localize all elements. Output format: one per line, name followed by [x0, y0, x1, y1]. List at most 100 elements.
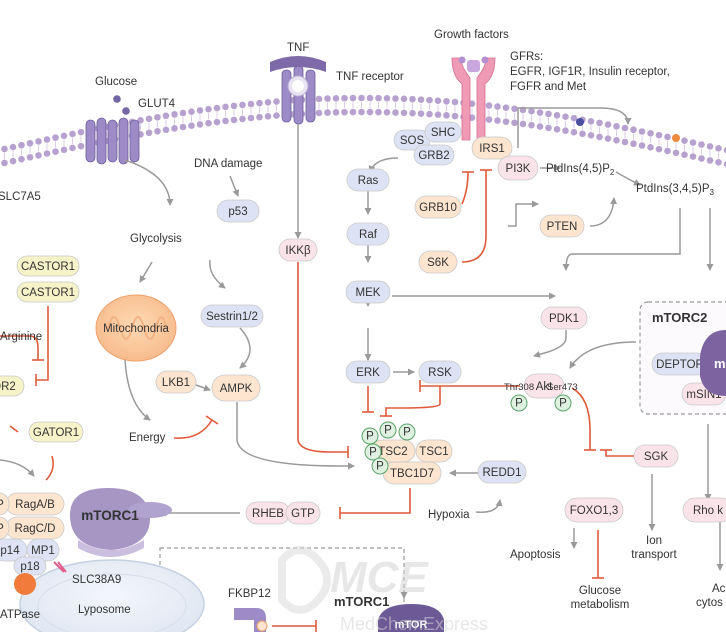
node-erk: ERK: [345, 360, 391, 384]
membrane-lipid-head: [239, 115, 246, 123]
membrane-lipid-head: [18, 141, 25, 149]
membrane-lipid-head: [672, 149, 680, 157]
membrane-lipid-head: [179, 109, 187, 117]
cell-membrane: [1, 94, 726, 168]
node-p-left1: P: [0, 492, 10, 516]
membrane-lipid-head: [324, 95, 331, 102]
membrane-lipid-head: [154, 127, 161, 135]
membrane-lipid-head: [145, 129, 153, 137]
membrane-lipid-head: [60, 132, 68, 140]
membrane-lipid-head: [655, 131, 663, 139]
node-tsc1: TSC1: [415, 439, 453, 463]
membrane-lipid-head: [26, 139, 34, 147]
membrane-lipid-head: [511, 119, 518, 127]
membrane-lipid-head: [375, 108, 382, 116]
node-ikkb: IKKβ: [278, 238, 318, 262]
node-shape: [155, 370, 197, 394]
membrane-lipid-head: [43, 150, 51, 157]
membrane-lipid-head: [570, 128, 578, 136]
actin-label-line-1: Ac: [712, 583, 726, 595]
membrane-lipid-head: [664, 147, 671, 155]
node-shape: [418, 360, 462, 384]
membrane-lipid-head: [18, 155, 25, 163]
labels: Growth factors GFRs: EGFR, IGF1R, Insuli…: [0, 29, 726, 621]
membrane-lipid-head: [596, 133, 603, 141]
membrane-lipid-head: [366, 108, 374, 116]
slc38a9-atpase-icons: [14, 561, 67, 595]
node-shape: [477, 460, 527, 484]
node-label: SHC: [431, 127, 455, 139]
node-shape: [471, 136, 513, 160]
node-label: ERK: [356, 367, 380, 379]
node-label: p18: [20, 561, 39, 573]
membrane-lipid-head: [256, 113, 263, 121]
node-shape: [16, 281, 80, 303]
membrane-lipid-head: [9, 143, 17, 151]
mce-watermark: MCE MedChemExpress: [278, 546, 488, 632]
node-gator2: OR2: [0, 375, 25, 397]
ptdins45-label: PtdIns(4,5)P2: [546, 163, 615, 177]
dna-damage-label: DNA damage: [194, 158, 262, 170]
membrane-lipid-head: [400, 95, 408, 103]
membrane-lipid-head: [392, 109, 399, 116]
membrane-lipid-head: [689, 153, 697, 160]
node-shape: [0, 375, 25, 397]
node-label: IRS1: [479, 143, 505, 155]
membrane-lipid-head: [35, 152, 42, 159]
membrane-lipid-head: [26, 153, 34, 161]
membrane-lipid-head: [553, 111, 561, 119]
node-shape: [28, 421, 84, 443]
membrane-lipid-head: [647, 144, 654, 151]
node-shape: [16, 255, 80, 277]
phospho-circle: [510, 394, 528, 412]
membrane-lipid-head: [239, 101, 246, 109]
node-irs1: IRS1: [471, 136, 513, 160]
arginine-label: Arginine: [0, 331, 42, 343]
membrane-lipid-head: [698, 155, 705, 162]
node-label: LKB1: [162, 377, 190, 389]
membrane-lipid-head: [553, 125, 561, 133]
svg-text:MCE: MCE: [330, 553, 429, 602]
node-shape: [539, 214, 585, 238]
node-label: RagC/D: [15, 523, 56, 535]
node-ampk: AMPK: [211, 374, 261, 402]
node-shape: [633, 444, 679, 468]
membrane-lipid-head: [528, 107, 535, 115]
node-label: CASTOR1: [21, 261, 75, 273]
mitochondria-label: Mitochondria: [103, 323, 169, 335]
svg-text:MedChemExpress: MedChemExpress: [340, 614, 488, 632]
node-label: Rho k: [693, 505, 723, 517]
node-label: Ras: [358, 175, 379, 187]
membrane-lipid-head: [349, 108, 357, 116]
node-pten: PTEN: [539, 214, 585, 238]
node-shape: [0, 516, 10, 540]
membrane-lipid-head: [205, 105, 212, 113]
node-shape: [424, 121, 462, 143]
lower-mtor-label: mTOR: [395, 619, 428, 631]
node-label: P: [0, 523, 4, 535]
node-s6k: S6K: [418, 250, 458, 274]
membrane-lipid-head: [60, 146, 68, 154]
node-sestrin: Sestrin1/2: [200, 304, 264, 328]
membrane-lipid-head: [375, 94, 382, 102]
mtorc2-label: mTORC2: [652, 310, 707, 325]
membrane-lipid-head: [621, 138, 629, 146]
membrane-lipid-head: [426, 96, 433, 104]
node-label: PDK1: [549, 313, 579, 325]
node-label: AMPK: [220, 383, 253, 395]
membrane-lipid-head: [638, 128, 646, 135]
membrane-lipid-head: [409, 109, 416, 117]
node-akt: Akt: [523, 373, 565, 399]
node-label: OR2: [0, 381, 16, 393]
slc7a5-label: SLC7A5: [0, 191, 41, 203]
phospho-label: P: [376, 461, 384, 473]
node-p-left2: P: [0, 516, 10, 540]
lower-mtorc1: mTORC1 mTOR: [334, 594, 444, 632]
node-shape: [285, 501, 321, 525]
membrane-lipid-head: [332, 95, 340, 102]
membrane-lipid-head: [706, 143, 714, 150]
thr308-label: Thr308: [504, 382, 534, 393]
node-shape: [211, 374, 261, 402]
